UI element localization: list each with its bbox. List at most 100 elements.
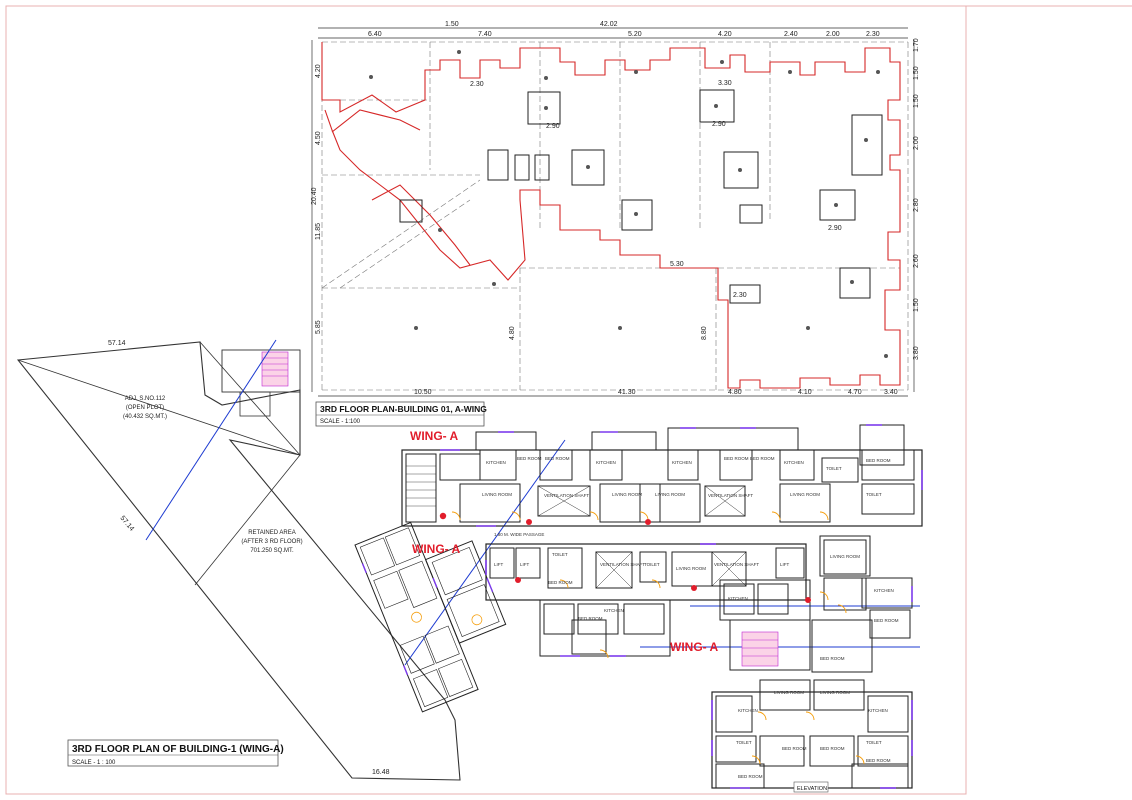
dim-top-e: 4.20 — [718, 31, 732, 38]
upper-kitchen-1: KITCHEN — [486, 460, 506, 465]
upper-living-2: LIVING ROOM — [612, 492, 642, 497]
mid-toilet-2: TOILET — [644, 562, 660, 567]
dim-top-total: 42.02 — [600, 21, 618, 28]
site-dim-top: 57.14 — [108, 340, 126, 347]
top-plan-title-box — [315, 401, 485, 427]
adj-plot-line2: (OPEN PLOT) — [126, 405, 164, 411]
dim-right-c: 1.50 — [913, 94, 920, 108]
adj-plot-line1: ADJ. S.NO.112 — [125, 396, 166, 402]
dim-inner-d: 3.30 — [718, 80, 732, 87]
top-structural-plan: 1.50 42.02 6.40 7.40 5.20 4.20 2.40 2.00… — [311, 21, 920, 397]
site-plan-title-box — [67, 739, 279, 767]
wing-label-1: WING- A — [410, 429, 459, 443]
low-bed-3: BED ROOM — [738, 774, 763, 779]
upper-bed-2: BED ROOM — [545, 456, 570, 461]
dim-left-b: 4.50 — [315, 131, 322, 145]
upper-living-1: LIVING ROOM — [482, 492, 512, 497]
low-toilet-2: TOILET — [866, 740, 882, 745]
site-dim-bottom: 16.48 — [372, 769, 390, 776]
dim-inner-g: 5.30 — [670, 261, 684, 268]
upper-living-4: LIVING ROOM — [790, 492, 820, 497]
low-living-1: LIVING ROOM — [774, 690, 804, 695]
dim-bottom-b: 41.30 — [618, 389, 636, 396]
low-toilet-1: TOILET — [736, 740, 752, 745]
dim-bottom-f: 3.40 — [884, 389, 898, 396]
upper-vent-2: VENTILATION SHAFT — [708, 493, 753, 498]
dim-bottom-d: 4.10 — [798, 389, 812, 396]
dim-inner-a: 2.30 — [470, 81, 484, 88]
low-kitchen-1: KITCHEN — [738, 708, 758, 713]
dim-right-g: 1.50 — [913, 298, 920, 312]
dim-top-h: 2.30 — [866, 31, 880, 38]
wing-label-2: WING- A — [412, 542, 461, 556]
retained-area-line2: (AFTER 3 RD FLOOR) — [241, 539, 302, 545]
wing-plan-lower: LIVING ROOM LIVING ROOM BED ROOM KITCHEN… — [711, 619, 913, 793]
dim-right-h: 3.80 — [913, 346, 920, 360]
low-bed-1: BED ROOM — [782, 746, 807, 751]
upper-bed-5: BED ROOM — [866, 458, 891, 463]
dim-right-b: 1.50 — [913, 66, 920, 80]
mid-lift-2: LIFT — [520, 562, 530, 567]
low-bed-0: BED ROOM — [820, 656, 845, 661]
mid-lift-1: LIFT — [494, 562, 504, 567]
dim-inner-c: 2.90 — [712, 121, 726, 128]
upper-kitchen-3: KITCHEN — [672, 460, 692, 465]
dim-top-g: 2.00 — [826, 31, 840, 38]
wing-plan-middle: LIFT LIFT LIFT TOILET TOILET VENTILATION… — [485, 535, 913, 659]
wing-label-3: WING- A — [670, 640, 719, 654]
mid-living-2: LIVING ROOM — [830, 554, 860, 559]
upper-kitchen-2: KITCHEN — [596, 460, 616, 465]
mid-kitchen-2: KITCHEN — [728, 596, 748, 601]
mid-bed-3: BED ROOM — [874, 618, 899, 623]
mid-kitchen-1: KITCHEN — [604, 608, 624, 613]
passage-label: 1.80 M. WIDE PASSAGE — [494, 532, 544, 537]
upper-toilet-2: TOILET — [866, 492, 882, 497]
dim-left-a: 4.20 — [315, 64, 322, 78]
top-plan-title: 3RD FLOOR PLAN-BUILDING 01, A-WING — [320, 404, 487, 414]
wing-plan-upper: LIVING ROOM LIVING ROOM LIVING ROOM LIVI… — [401, 424, 923, 537]
upper-living-3: LIVING ROOM — [655, 492, 685, 497]
dim-top-f: 2.40 — [784, 31, 798, 38]
site-dim-diag: 57.14 — [118, 515, 135, 533]
dim-inner-e: 2.90 — [828, 225, 842, 232]
dim-left-c: 20.40 — [311, 187, 318, 205]
low-bed-2: BED ROOM — [820, 746, 845, 751]
dim-right-d: 2.00 — [913, 136, 920, 150]
adj-plot-line3: (40.432 SQ.MT.) — [123, 414, 167, 420]
dim-bottom-e: 4.70 — [848, 389, 862, 396]
mid-bed-2: BED ROOM — [578, 616, 603, 621]
dim-inner-i: 8.80 — [701, 326, 708, 340]
dim-right-a: 1.70 — [913, 38, 920, 52]
upper-bed-4: BED ROOM — [750, 456, 775, 461]
upper-bed-1: BED ROOM — [517, 456, 542, 461]
mid-lift-3: LIFT — [780, 562, 790, 567]
mid-vent-1: VENTILATION SHAFT — [600, 562, 645, 567]
dim-bottom-c: 4.80 — [728, 389, 742, 396]
dim-right-e: 2.80 — [913, 198, 920, 212]
dim-left-d: 11.85 — [315, 223, 322, 240]
dim-bottom-a: 10.50 — [414, 389, 432, 396]
dim-inner-f: 2.30 — [733, 292, 747, 299]
elevation-label: ELEVATION — [797, 786, 827, 792]
mid-bed-1: BED ROOM — [548, 580, 573, 585]
mid-living-1: LIVING ROOM — [676, 566, 706, 571]
mid-kitchen-3: KITCHEN — [874, 588, 894, 593]
upper-vent-1: VENTILATION SHAFT — [544, 493, 589, 498]
site-plan-title: 3RD FLOOR PLAN OF BUILDING-1 (WING-A) — [72, 744, 284, 755]
upper-toilet-1: TOILET — [826, 466, 842, 471]
site-plan: 57.14 57.14 16.48 ADJ. S.NO.112 (OPEN PL… — [16, 339, 920, 781]
dim-top-c: 7.40 — [478, 31, 492, 38]
dim-inner-h: 4.80 — [509, 326, 516, 340]
dim-right-f: 2.60 — [913, 254, 920, 268]
upper-bed-3: BED ROOM — [724, 456, 749, 461]
mid-vent-2: VENTILATION SHAFT — [714, 562, 759, 567]
site-plan-scale: SCALE - 1 : 100 — [72, 760, 116, 766]
low-kitchen-2: KITCHEN — [868, 708, 888, 713]
retained-area-line3: 701.250 SQ.MT. — [250, 548, 294, 554]
mid-toilet-1: TOILET — [552, 552, 568, 557]
low-living-2: LIVING ROOM — [820, 690, 850, 695]
retained-area-line1: RETAINED AREA — [248, 530, 296, 536]
low-bed-4: BED ROOM — [866, 758, 891, 763]
dim-top-b: 6.40 — [368, 31, 382, 38]
